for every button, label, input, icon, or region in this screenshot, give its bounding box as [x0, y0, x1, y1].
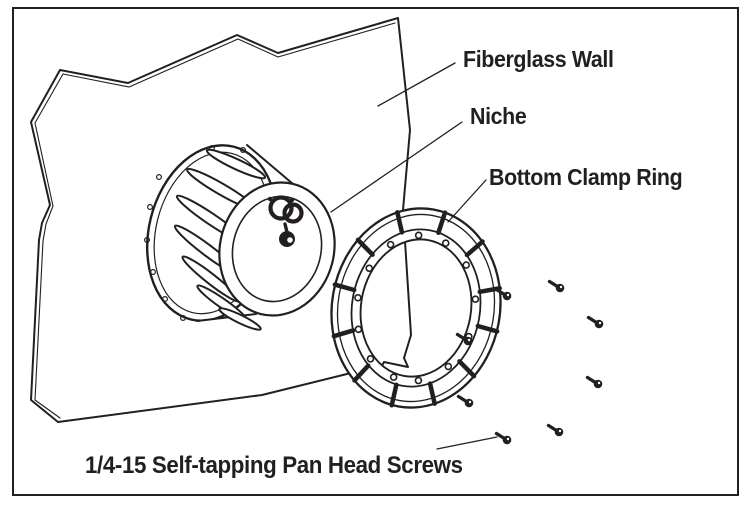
conduit-fitting: [267, 195, 304, 247]
niche-leader-line: [330, 121, 463, 213]
niche-drawing: [144, 144, 336, 331]
niche-label: Niche: [470, 103, 527, 129]
bottom-clamp-ring-drawing: [330, 207, 502, 409]
fiberglass-wall-label: Fiberglass Wall: [463, 46, 614, 72]
screws-label: 1/4-15 Self-tapping Pan Head Screws: [85, 452, 463, 479]
fiberglass-wall-leader-line: [377, 62, 456, 107]
bottom-clamp-ring-leader-line: [447, 179, 487, 223]
bottom-clamp-ring-label: Bottom Clamp Ring: [489, 164, 683, 190]
screws-leader-line: [436, 436, 498, 450]
